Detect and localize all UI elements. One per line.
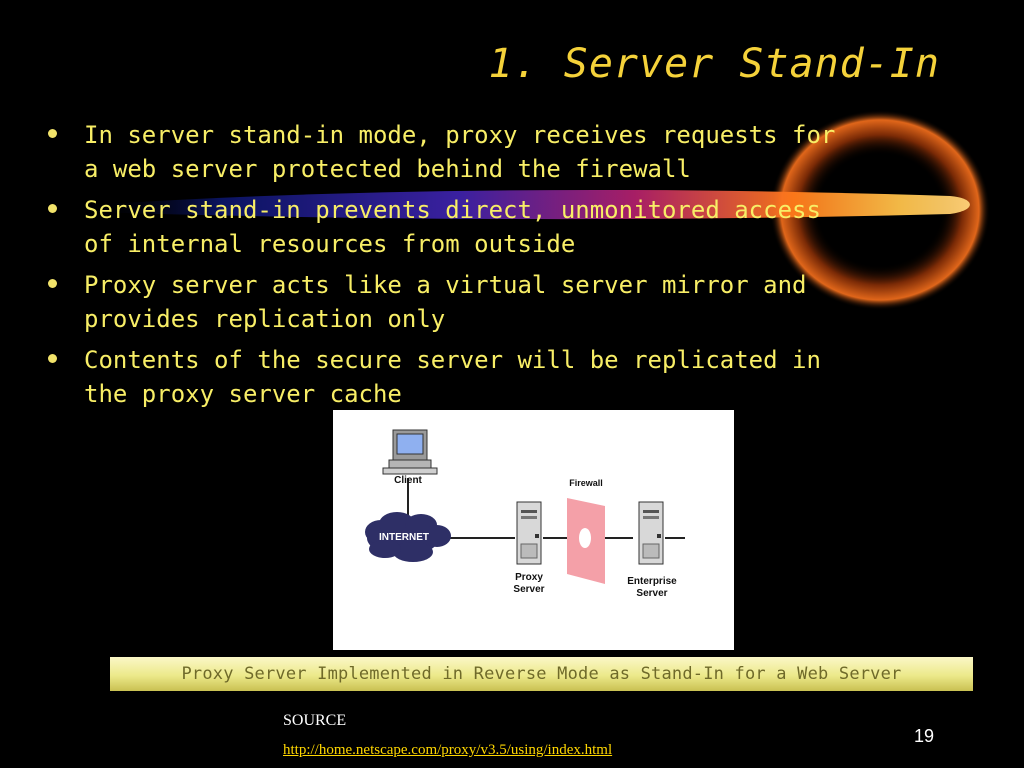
client-label: Client [394,475,422,486]
source-label: SOURCE [283,712,347,729]
bullet-text: Proxy server acts like a virtual server … [84,271,807,333]
bullet-text: In server stand-in mode, proxy receives … [84,121,836,183]
enterprise-server-label: Enterprise Server [617,576,687,600]
enterprise-label-line1: Enterprise [627,576,677,587]
internet-label: INTERNET [379,532,429,543]
proxy-label-line2: Server [513,584,545,595]
bullet-item: In server stand-in mode, proxy receives … [46,118,1006,186]
network-diagram: Client INTERNET Firewall Proxy Server En… [333,410,734,650]
slide-title: 1. Server Stand-In [488,41,940,87]
page-number: 19 [914,726,935,746]
firewall-label: Firewall [569,478,603,488]
network-diagram-graphic [365,429,685,584]
enterprise-server-icon [638,501,664,565]
bullet-dot-icon [48,279,57,288]
diagram-caption: Proxy Server Implemented in Reverse Mode… [110,657,973,691]
bullet-item: Proxy server acts like a virtual server … [46,268,1006,336]
proxy-server-icon [516,501,542,565]
firewall-icon [567,498,605,584]
source-link[interactable]: http://home.netscape.com/proxy/v3.5/usin… [283,742,613,758]
bullet-item: Server stand-in prevents direct, unmonit… [46,193,1006,261]
client-computer-icon [382,429,438,475]
bullet-text: Server stand-in prevents direct, unmonit… [84,196,821,258]
proxy-server-label: Proxy Server [503,572,555,596]
bullet-list: In server stand-in mode, proxy receives … [46,118,1006,418]
bullet-dot-icon [48,204,57,213]
bullet-dot-icon [48,354,57,363]
internet-cloud-icon [365,512,451,562]
bullet-item: Contents of the secure server will be re… [46,343,1006,411]
bullet-text: Contents of the secure server will be re… [84,346,821,408]
proxy-label-line1: Proxy [515,572,543,583]
bullet-dot-icon [48,129,57,138]
enterprise-label-line2: Server [636,588,668,599]
